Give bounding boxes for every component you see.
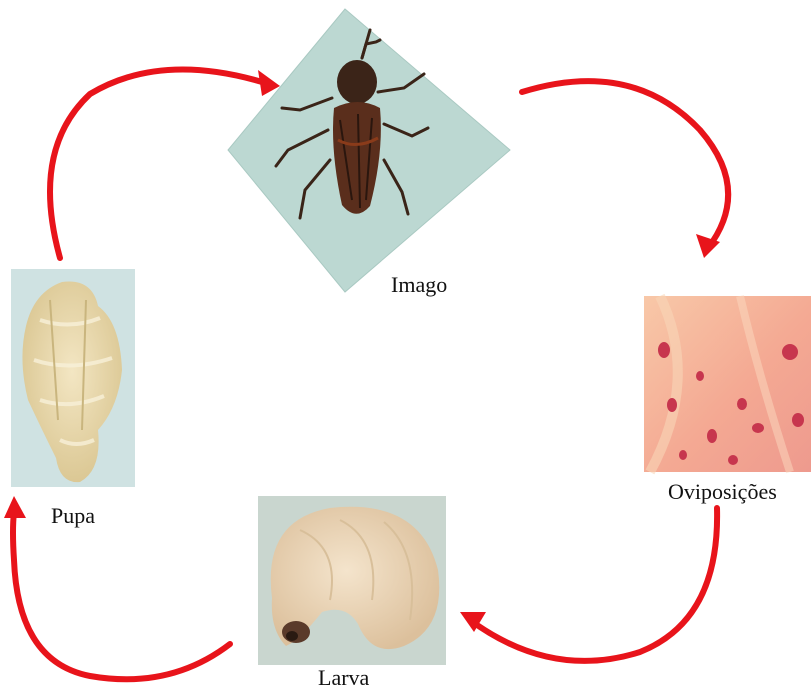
arrow-oviposicoes-to-larva bbox=[470, 508, 717, 661]
stage-label-pupa: Pupa bbox=[51, 505, 95, 527]
larva-photo bbox=[258, 496, 446, 665]
pupa-photo bbox=[11, 269, 135, 487]
arrow-imago-to-oviposicoes bbox=[522, 81, 728, 248]
oviposicoes-photo bbox=[644, 296, 811, 472]
stage-label-oviposicoes: Oviposições bbox=[668, 481, 777, 503]
arrow-larva-to-pupa bbox=[13, 512, 230, 679]
imago-photo bbox=[228, 9, 510, 292]
stage-label-imago: Imago bbox=[391, 274, 447, 296]
arrow-pupa-to-imago bbox=[50, 70, 262, 259]
arrowhead-pupa bbox=[4, 496, 26, 518]
weevil-thorax bbox=[337, 60, 377, 104]
stage-label-larva: Larva bbox=[318, 667, 369, 689]
